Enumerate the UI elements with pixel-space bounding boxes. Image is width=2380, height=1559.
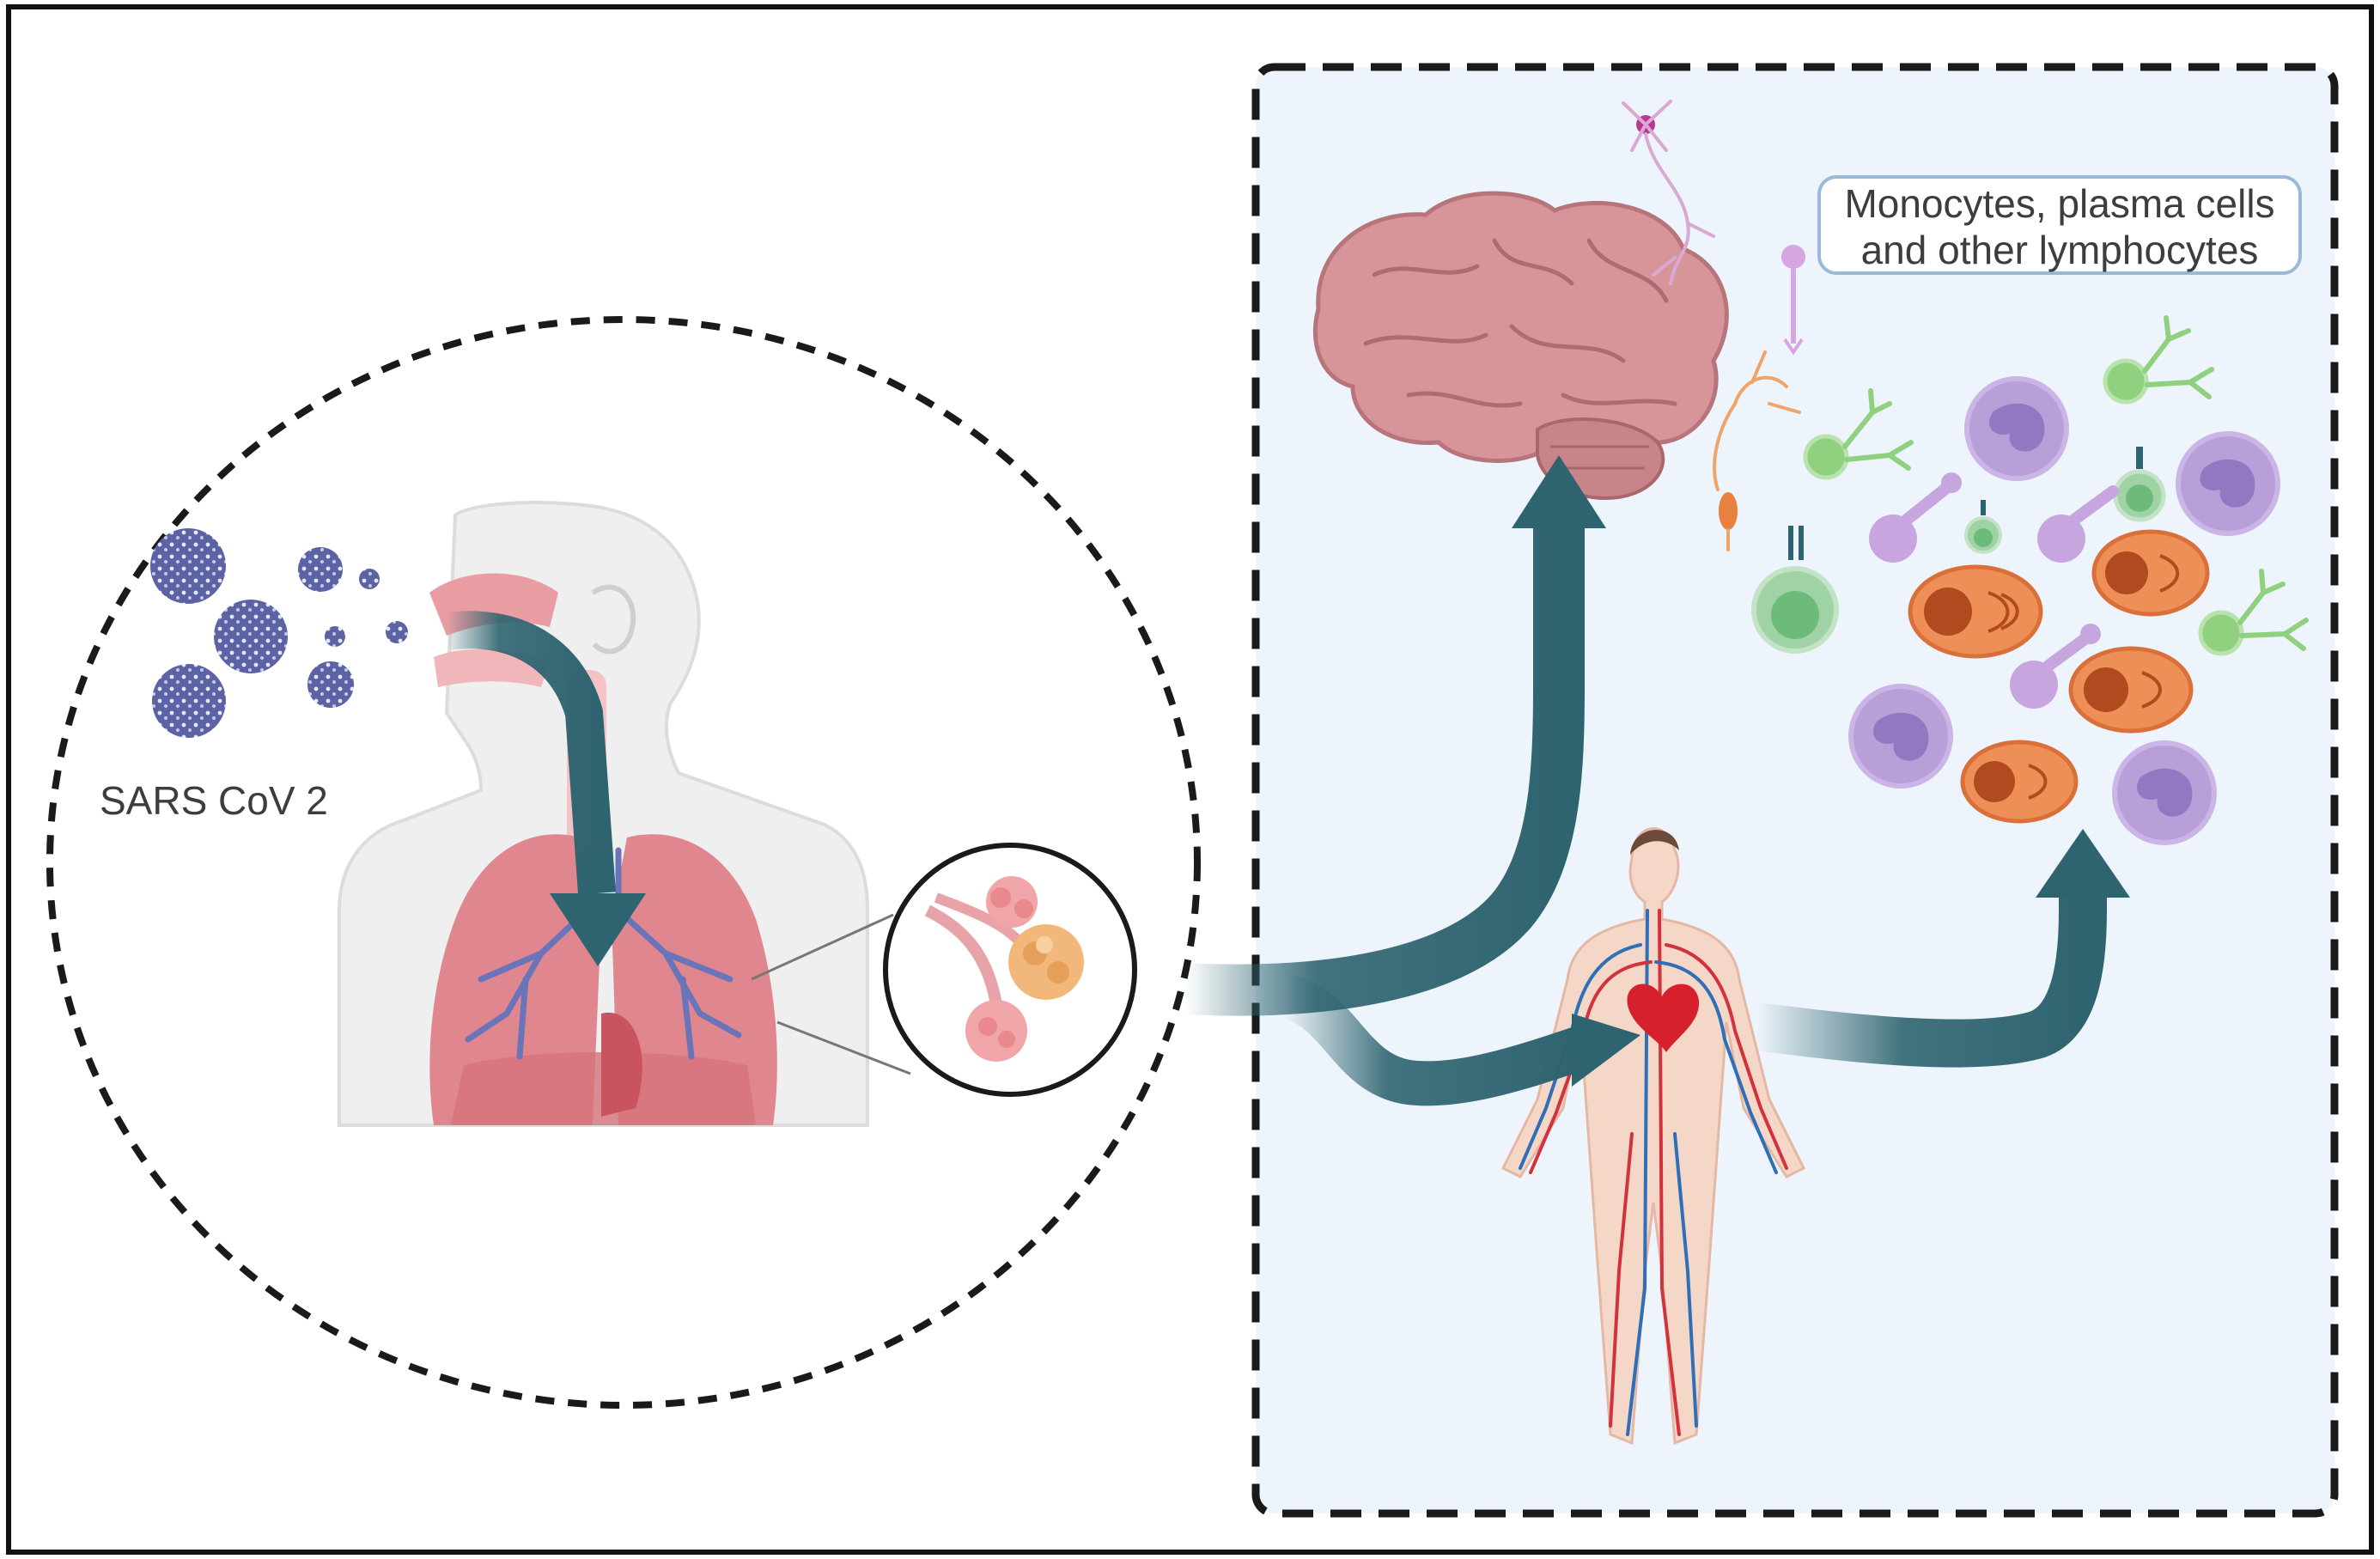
virus-label: SARS CoV 2: [100, 778, 328, 823]
neuron-icon: [1622, 100, 1715, 285]
monocyte-icon: [1848, 684, 1953, 789]
monocyte-icon: [2037, 485, 2119, 563]
zoom-connector-top: [751, 913, 894, 981]
neuron-icon: [1781, 245, 1805, 356]
respiratory-region: [46, 316, 1201, 1409]
human-circulatory-system-icon: [1500, 827, 1806, 1446]
flow-arrow-to-immune-cells: [1753, 829, 2130, 1068]
alveoli-icon: [883, 843, 1137, 1097]
monocyte-icon: [1869, 472, 1962, 563]
virus-icon: [307, 661, 354, 708]
virus-icon: [386, 621, 408, 643]
dendritic-cell-icon: [1803, 388, 1914, 480]
virus-icon: [214, 600, 288, 673]
flow-arrow-to-heart: [1279, 974, 1640, 1106]
dendritic-cell-icon: [2198, 569, 2309, 656]
virus-particles: [150, 528, 408, 738]
inhalation-arrow: [444, 611, 646, 966]
virus-icon: [325, 626, 345, 647]
plasma-cell-icon: [1908, 564, 2043, 659]
monocyte-icon: [2176, 431, 2280, 536]
monocyte-icon: [1964, 376, 2069, 481]
neuron-icon: [1713, 350, 1801, 551]
lymphocyte-icon: [1964, 500, 2002, 554]
cell-label-line2: and other lymphocytes: [1861, 228, 2259, 272]
heart-icon: [1627, 984, 1700, 1052]
virus-icon: [152, 664, 226, 738]
plasma-cell-icon: [2091, 529, 2210, 617]
zoom-connector-bottom: [776, 1020, 911, 1075]
virus-icon: [150, 528, 226, 604]
dendritic-cell-icon: [2103, 315, 2214, 405]
virus-icon: [359, 569, 380, 589]
monocyte-icon: [2010, 624, 2101, 709]
cell-label-box: [1817, 175, 2302, 275]
immune-cells: Monocytes, plasma cells and other lympho…: [1751, 175, 2309, 845]
lymphocyte-icon: [1751, 526, 1839, 654]
virus-icon: [298, 547, 343, 592]
plasma-cell-icon: [2068, 646, 2194, 734]
monocyte-icon: [2112, 740, 2217, 845]
cell-label-line1: Monocytes, plasma cells: [1844, 181, 2274, 226]
plasma-cell-icon: [1960, 740, 2079, 824]
